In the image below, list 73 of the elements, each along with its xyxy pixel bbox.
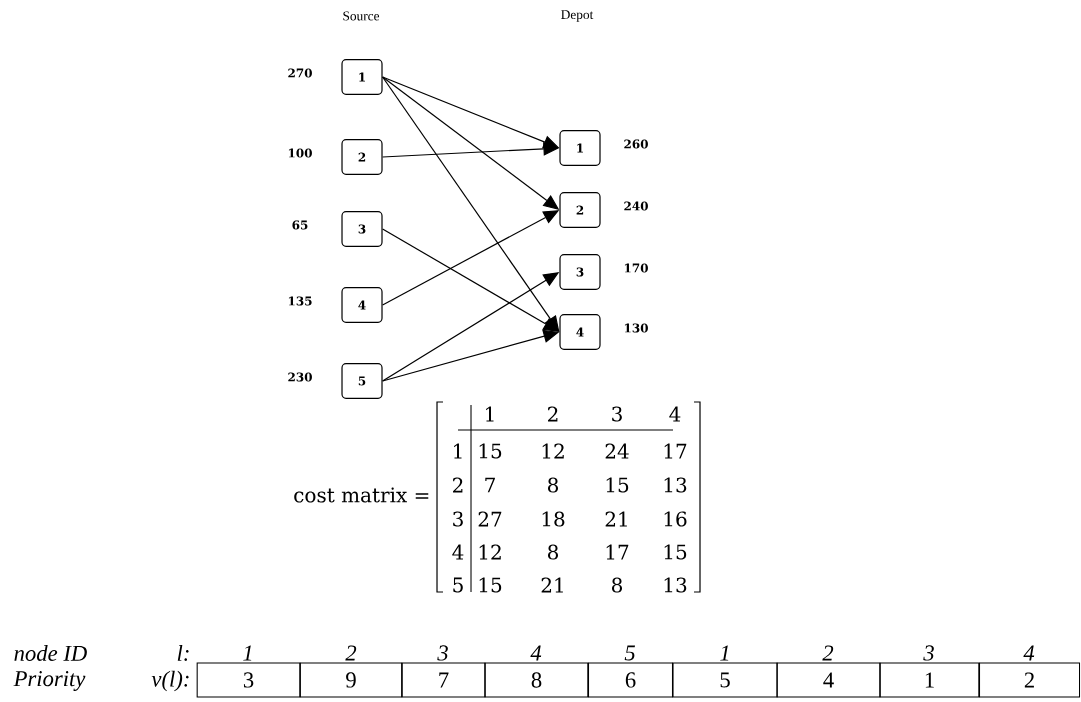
quantity-label: 270 xyxy=(288,68,312,78)
table-cell: 2 xyxy=(978,662,1081,698)
matrix-value: 13 xyxy=(664,577,687,593)
quantity-label: 65 xyxy=(292,220,308,230)
matrix-label: cost matrix = xyxy=(294,487,429,503)
arrow xyxy=(382,76,560,332)
matrix-value: 8 xyxy=(548,477,558,493)
node-box: 5 xyxy=(341,363,383,399)
node-id: 3 xyxy=(923,645,934,661)
node-box: 1 xyxy=(559,130,601,166)
matrix-value: 8 xyxy=(612,577,622,593)
matrix-value: 24 xyxy=(605,443,629,459)
matrix-value: 21 xyxy=(541,577,563,593)
row-heading: v(l): xyxy=(151,670,189,692)
matrix-value: 15 xyxy=(479,577,502,593)
column-index: 4 xyxy=(669,406,681,422)
node-id: 4 xyxy=(530,645,542,661)
matrix-value: 13 xyxy=(664,477,687,493)
matrix-value: 8 xyxy=(548,544,558,560)
matrix-value: 17 xyxy=(606,544,629,560)
node-id: 2 xyxy=(822,645,834,661)
row-index: 1 xyxy=(454,443,462,459)
matrix-value: 17 xyxy=(664,443,687,459)
table-cell: 6 xyxy=(587,662,674,698)
matrix-value: 12 xyxy=(479,544,501,560)
matrix-value: 15 xyxy=(664,544,687,560)
table-cell: 3 xyxy=(196,662,301,698)
quantity-label: 240 xyxy=(624,201,648,211)
row-index: 3 xyxy=(453,511,463,527)
column-heading: Source xyxy=(343,11,380,21)
matrix-value: 7 xyxy=(485,477,495,493)
matrix-value: 15 xyxy=(479,443,502,459)
matrix-value: 16 xyxy=(664,511,687,527)
node-box: 4 xyxy=(341,287,383,323)
row-heading: node ID xyxy=(14,645,87,661)
row-index: 2 xyxy=(453,477,463,493)
node-box: 4 xyxy=(559,314,601,350)
quantity-label: 135 xyxy=(288,296,312,306)
matrix-value: 12 xyxy=(542,443,564,459)
matrix-value: 27 xyxy=(478,511,502,527)
column-index: 2 xyxy=(548,406,558,422)
quantity-label: 260 xyxy=(624,139,648,149)
node-box: 2 xyxy=(341,139,383,175)
node-box: 3 xyxy=(341,211,383,247)
node-box: 2 xyxy=(559,192,601,228)
table-cell: 8 xyxy=(484,662,589,698)
node-id: 2 xyxy=(345,645,357,661)
node-id: 1 xyxy=(243,645,252,661)
node-box: 3 xyxy=(559,254,601,290)
node-id: 3 xyxy=(437,645,448,661)
matrix-value: 15 xyxy=(606,477,629,493)
row-index: 4 xyxy=(452,544,464,560)
quantity-label: 130 xyxy=(624,323,648,333)
table-cell: 1 xyxy=(879,662,980,698)
table-cell: 4 xyxy=(776,662,881,698)
column-index: 1 xyxy=(486,406,494,422)
matrix-value: 18 xyxy=(542,511,565,527)
table-cell: 9 xyxy=(299,662,403,698)
quantity-label: 170 xyxy=(624,263,648,273)
quantity-label: 230 xyxy=(288,372,312,382)
matrix-value: 21 xyxy=(605,511,627,527)
row-heading: Priority xyxy=(13,671,86,691)
node-id: 1 xyxy=(720,645,729,661)
table-cell: 7 xyxy=(401,662,486,698)
column-index: 3 xyxy=(612,406,622,422)
quantity-label: 100 xyxy=(288,148,312,158)
node-id: 5 xyxy=(624,645,635,661)
table-cell: 5 xyxy=(672,662,778,698)
row-index: 5 xyxy=(453,577,463,593)
node-id: 4 xyxy=(1023,645,1035,661)
column-heading: Depot xyxy=(561,10,594,22)
node-box: 1 xyxy=(341,59,383,95)
row-heading: l: xyxy=(177,644,189,661)
